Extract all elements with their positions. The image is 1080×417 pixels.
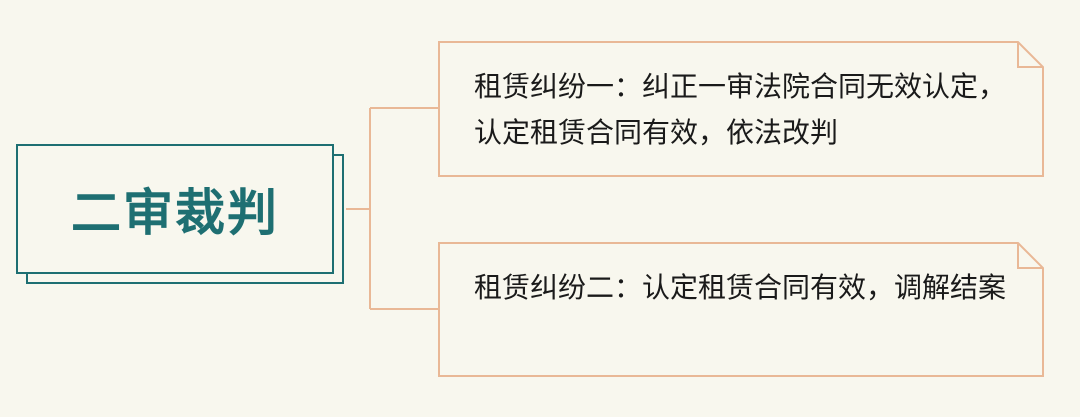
branch-note-1: 租赁纠纷一：纠正一审法院合同无效认定，认定租赁合同有效，依法改判 bbox=[438, 41, 1044, 177]
root-node: 二审裁判 bbox=[16, 144, 334, 274]
note-shape bbox=[438, 242, 1044, 377]
branch-note-2-text: 租赁纠纷二：认定租赁合同有效，调解结案 bbox=[474, 271, 1007, 304]
branch-note-2: 租赁纠纷二：认定租赁合同有效，调解结案 bbox=[438, 242, 1044, 377]
root-node-label: 二审裁判 bbox=[71, 184, 279, 242]
note-shape bbox=[438, 41, 1044, 177]
branch-note-1-text: 租赁纠纷一：纠正一审法院合同无效认定，认定租赁合同有效，依法改判 bbox=[474, 70, 1007, 149]
